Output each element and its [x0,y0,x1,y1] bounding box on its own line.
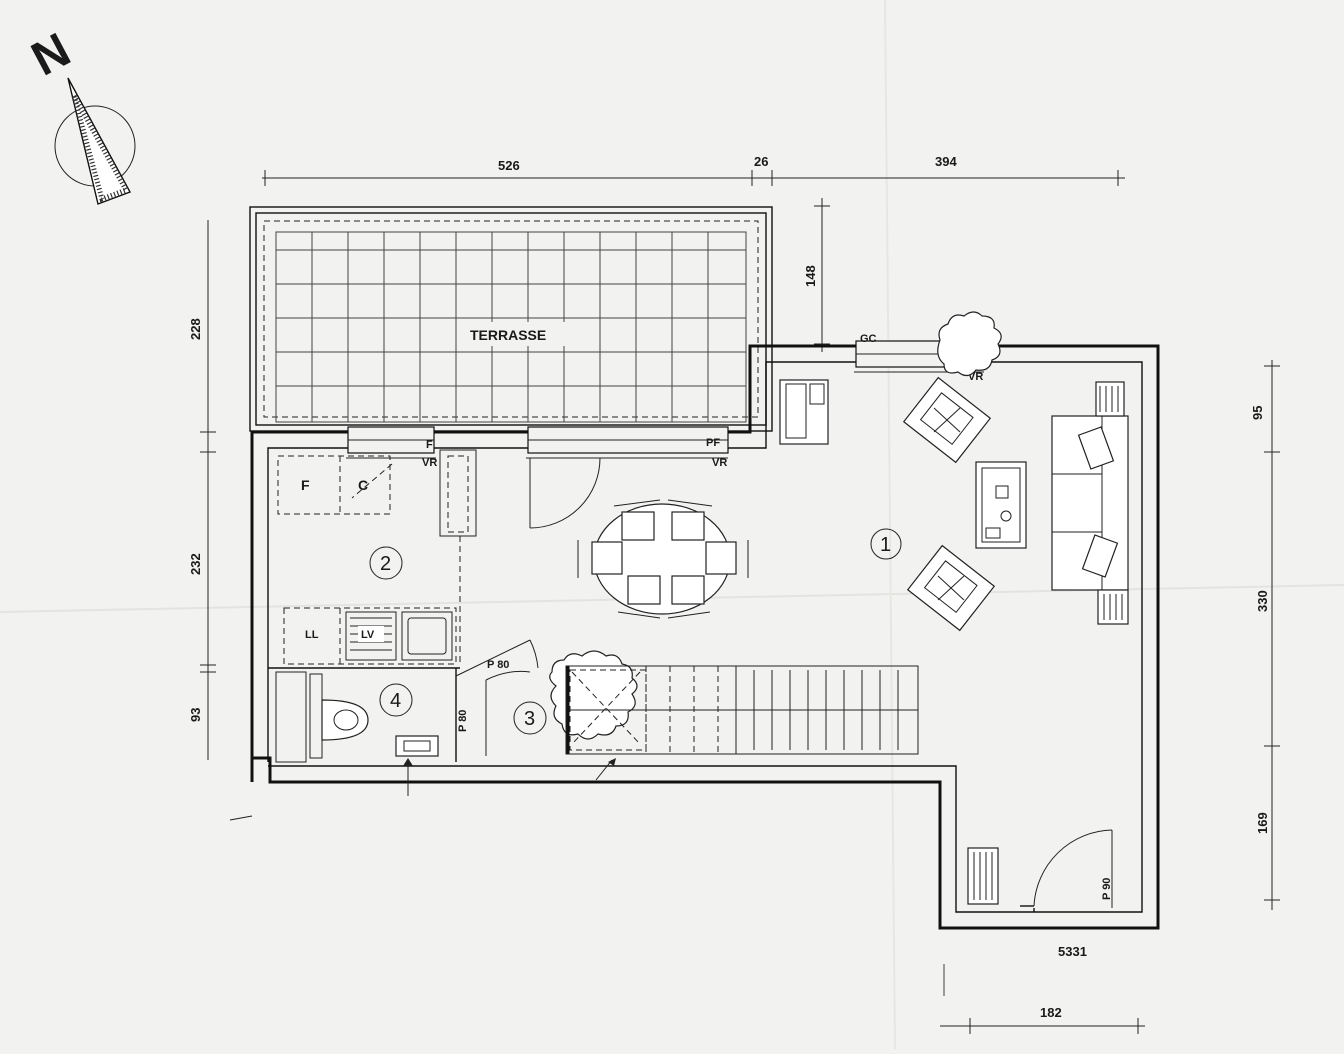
entry-door [943,829,1113,996]
room-1-marker [870,528,902,560]
plan-reference: 5331 [1058,944,1087,959]
north-compass-icon: N [23,23,136,205]
room-3-marker [513,701,547,735]
cooker-label: C [358,477,368,493]
terrace-tile-grid [275,231,747,423]
dining-table [577,499,749,619]
window-vr-label-1: VR [422,457,437,469]
dim-right-middle: 330 [1255,590,1270,612]
dim-top-gap: 26 [754,154,768,169]
staircase [549,650,919,781]
window-pf-label-1: PF [706,437,720,449]
dim-recess-height: 148 [803,265,818,287]
window-pf-terrace [526,426,729,459]
terrace-label: TERRASSE [470,327,546,343]
wc [268,639,539,796]
window-vr-label-2: VR [712,457,727,469]
window-f-label: F [426,439,433,451]
room-4-marker [379,683,413,717]
toilet-icon [321,699,369,741]
dim-top-right-width: 394 [935,154,957,169]
fridge-label: F [301,477,310,493]
desk [779,379,829,445]
dishwasher-label: LV [361,629,375,641]
door-p90-label: P 90 [1101,878,1113,900]
dim-kitchen-height: 232 [188,553,203,575]
washbasin-icon [395,735,439,757]
washing-machine-label: LL [305,629,319,641]
paper-fold [884,0,896,1050]
plant-icon [937,311,1002,377]
terrace-door [529,457,601,529]
sink-icon [401,611,453,661]
dim-right-bottom: 169 [1255,812,1270,834]
door-p80-label-a: P 80 [487,659,509,671]
dim-wc-height: 93 [188,708,203,722]
stair-treads [645,666,899,754]
dimension-lines [200,170,1280,1034]
dim-terrace-width: 526 [498,158,520,173]
dim-terrace-height: 228 [188,318,203,340]
door-p80-label-b: P 80 [457,710,469,732]
room-2-marker [369,546,403,580]
dim-right-top: 95 [1250,406,1265,420]
window-gc-label: GC [860,333,877,345]
sofa [1051,381,1129,625]
coffee-table [975,461,1027,549]
compass-north-letter: N [23,23,78,86]
kitchen [277,449,477,666]
room-2-number: 2 [380,553,391,575]
armchair-top [902,376,992,464]
room-4-number: 4 [390,690,401,712]
dim-entry-width: 182 [1040,1005,1062,1020]
terrace [249,206,773,432]
window-kitchen [346,426,436,459]
room-1-number: 1 [880,534,891,556]
armchair-bottom [906,544,996,632]
room-3-number: 3 [524,708,535,730]
